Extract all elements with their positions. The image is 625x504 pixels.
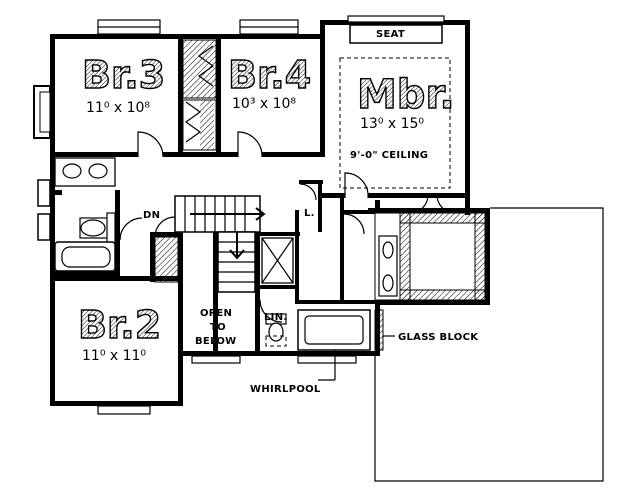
glass-block-label: GLASS BLOCK: [398, 332, 479, 343]
fixtures: [54, 157, 398, 351]
interior-walls: [50, 34, 470, 356]
down-label: DN: [143, 210, 160, 221]
room-mbr: Mbr. 13⁰ x 15⁰: [356, 71, 455, 132]
room-br3-dimensions: 11⁰ x 10⁸: [86, 100, 150, 116]
linen-label: LIN.: [264, 312, 287, 323]
garage-outline: [374, 207, 604, 482]
whirlpool-label: WHIRLPOOL: [250, 384, 321, 395]
room-mbr-dimensions: 13⁰ x 15⁰: [360, 116, 424, 132]
open-to-below-line2: TO: [210, 322, 226, 333]
leader-lines: [318, 335, 395, 381]
open-to-below-line3: BELOW: [195, 336, 237, 347]
room-br4-name: Br.4: [228, 53, 311, 97]
open-to-below-line1: OPEN: [200, 308, 232, 319]
room-mbr-name: Mbr.: [357, 72, 455, 118]
room-br2-dimensions: 11⁰ x 11⁰: [82, 348, 146, 364]
seat-label: SEAT: [376, 29, 405, 40]
room-br4: Br.4 10³ x 10⁸: [227, 52, 312, 112]
room-br3-name: Br.3: [82, 53, 165, 97]
window-seat: [347, 15, 445, 44]
ceiling-outline: [339, 57, 451, 189]
stairs: [174, 195, 266, 293]
room-br2: Br.2 11⁰ x 11⁰: [77, 302, 162, 364]
windows: [33, 19, 384, 415]
ceiling-label: 9'-0" CEILING: [350, 150, 428, 161]
door-swings: [119, 131, 456, 323]
room-br3: Br.3 11⁰ x 10⁸: [81, 52, 166, 116]
room-br4-dimensions: 10³ x 10⁸: [232, 96, 296, 112]
closet-l-label: L.: [304, 208, 315, 219]
room-br2-name: Br.2: [78, 303, 161, 347]
